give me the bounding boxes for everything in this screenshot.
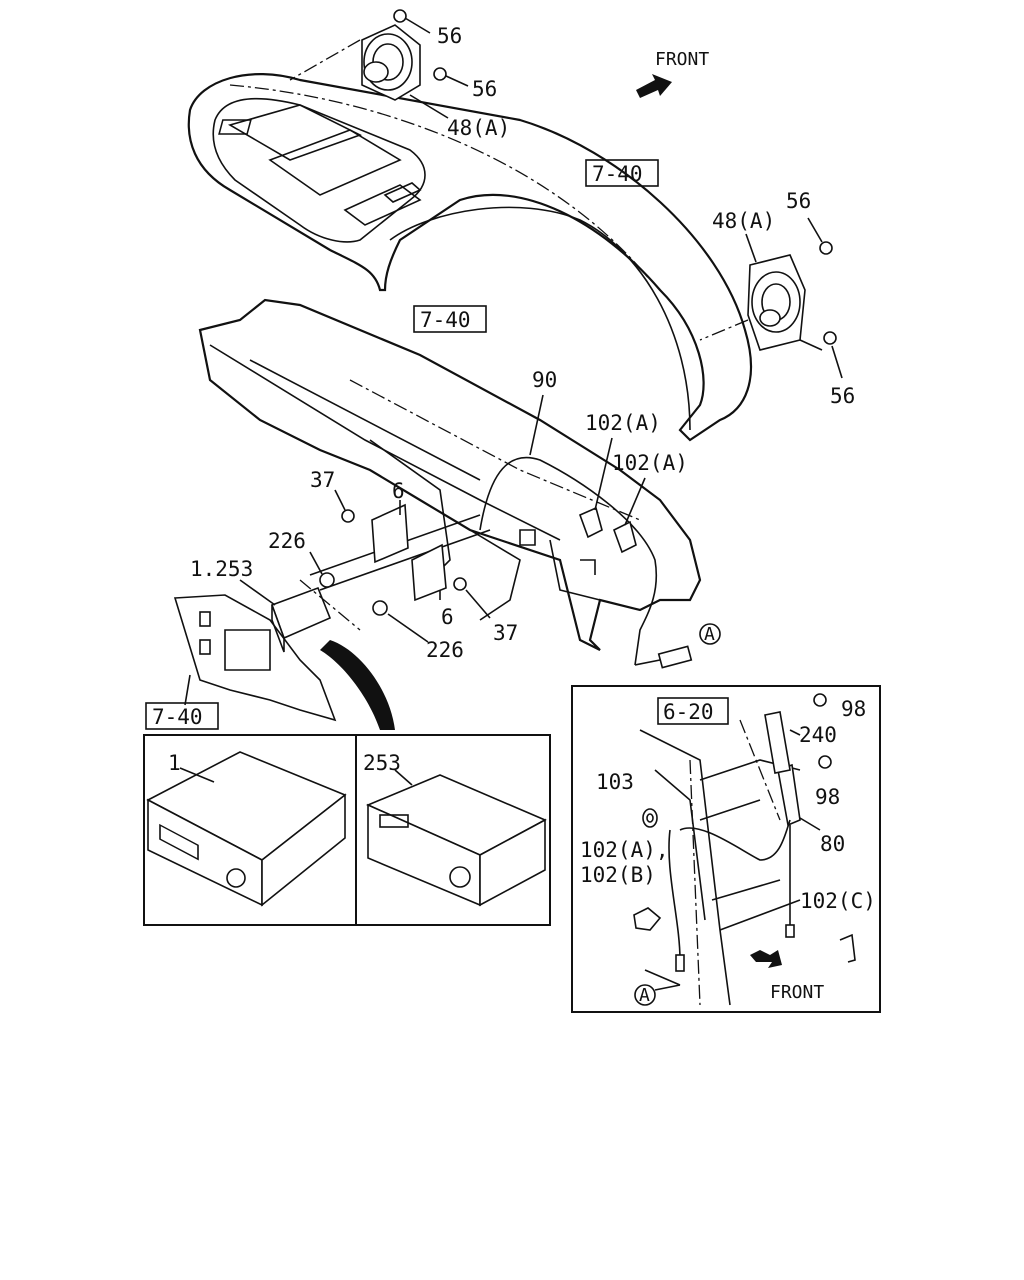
callout-6-top: 6 [392,479,405,503]
callout-56-right-bottom: 56 [830,384,855,408]
ref-label-upper-dash: 7-40 [592,162,643,186]
ref-box-upper-dash [585,159,659,187]
speaker-right [699,217,843,379]
callout-a-inset-connector [644,969,681,991]
callout-102ab-b: 102(B) [580,863,656,887]
callout-56-right-top: 56 [786,189,811,213]
callout-circle-a-inset [634,984,656,1006]
callout-37-bottom: 37 [493,621,518,645]
callout-102c: 102(C) [800,889,876,913]
detail-arrow [320,640,395,730]
radio-unit-253 [365,769,547,907]
ref-label-panel: 7-40 [152,705,203,729]
callout-240: 240 [799,723,837,747]
callout-80: 80 [820,832,845,856]
grommet-103 [642,808,658,828]
callout-102a-2: 102(A) [612,451,688,475]
front-arrow-top [636,74,672,98]
callout-a-inset: A [639,985,650,1006]
callout-102a-1: 102(A) [585,411,661,435]
callout-48a-top: 48(A) [447,116,510,140]
radio-unit-1 [146,751,347,907]
left-console-panel [173,594,337,722]
callout-circle-a-main [699,623,721,645]
callout-6-bottom: 6 [441,605,454,629]
mounting-hardware [239,489,491,653]
callout-56-top-a: 56 [437,24,462,48]
callout-a-main: A [704,624,715,645]
antenna-rod-80 [668,763,821,972]
front-label-inset: FRONT [770,982,824,1003]
ref-label-pillar: 6-20 [663,700,714,724]
callout-226-top: 226 [268,529,306,553]
clip-102c-part [839,933,856,963]
callout-radio-1: 1 [168,751,181,775]
callout-1-253: 1.253 [190,557,253,581]
upper-dashboard-panel [187,73,753,442]
antenna-bracket-240 [764,693,832,774]
pillar-structure [639,719,801,1006]
callout-102ab-a: 102(A), [580,838,669,862]
callout-48a-right: 48(A) [712,209,775,233]
callout-103: 103 [596,770,634,794]
clip-102ab-part [633,907,662,931]
speaker-top-left [289,9,469,119]
callout-98-top: 98 [841,697,866,721]
antenna-cable [479,394,693,669]
callout-56-top-b: 56 [472,77,497,101]
callout-radio-253: 253 [363,751,401,775]
ref-box-pillar [657,697,729,725]
radio-inset-box [143,734,551,926]
callout-226-bottom: 226 [426,638,464,662]
front-label-top: FRONT [655,49,709,70]
front-arrow-inset [750,950,782,968]
lower-dashboard-frame [198,298,702,651]
callout-37-top: 37 [310,468,335,492]
antenna-inset-box [571,685,881,1013]
ref-label-lower-dash: 7-40 [420,308,471,332]
ref-box-panel [145,702,219,730]
callout-90: 90 [532,368,557,392]
callout-98-bottom: 98 [815,785,840,809]
ref-box-lower-dash [413,305,487,333]
clips-102a [578,437,646,554]
